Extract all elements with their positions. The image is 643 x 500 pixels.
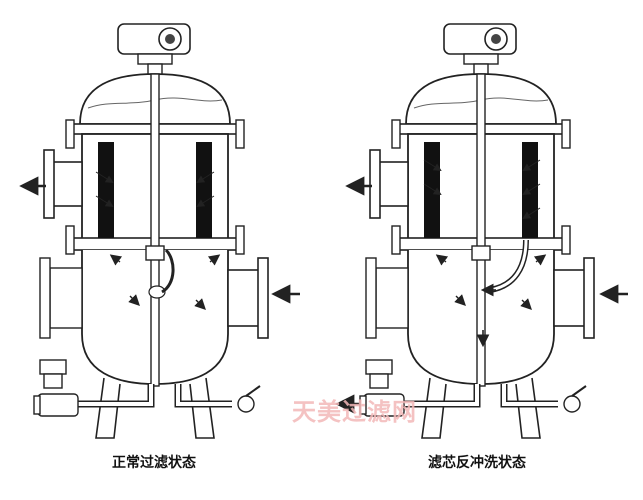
filter-unit-normal xyxy=(19,24,300,438)
caption-backflush: 滤芯反冲洗状态 xyxy=(428,455,526,471)
flow-arrows-normal xyxy=(95,171,215,299)
filter-unit-backflush xyxy=(335,24,628,438)
caption-normal-filtering: 正常过滤状态 xyxy=(112,455,196,471)
flow-arrows-backflush xyxy=(423,159,541,348)
watermark-text: 天美过滤网 xyxy=(292,398,417,426)
